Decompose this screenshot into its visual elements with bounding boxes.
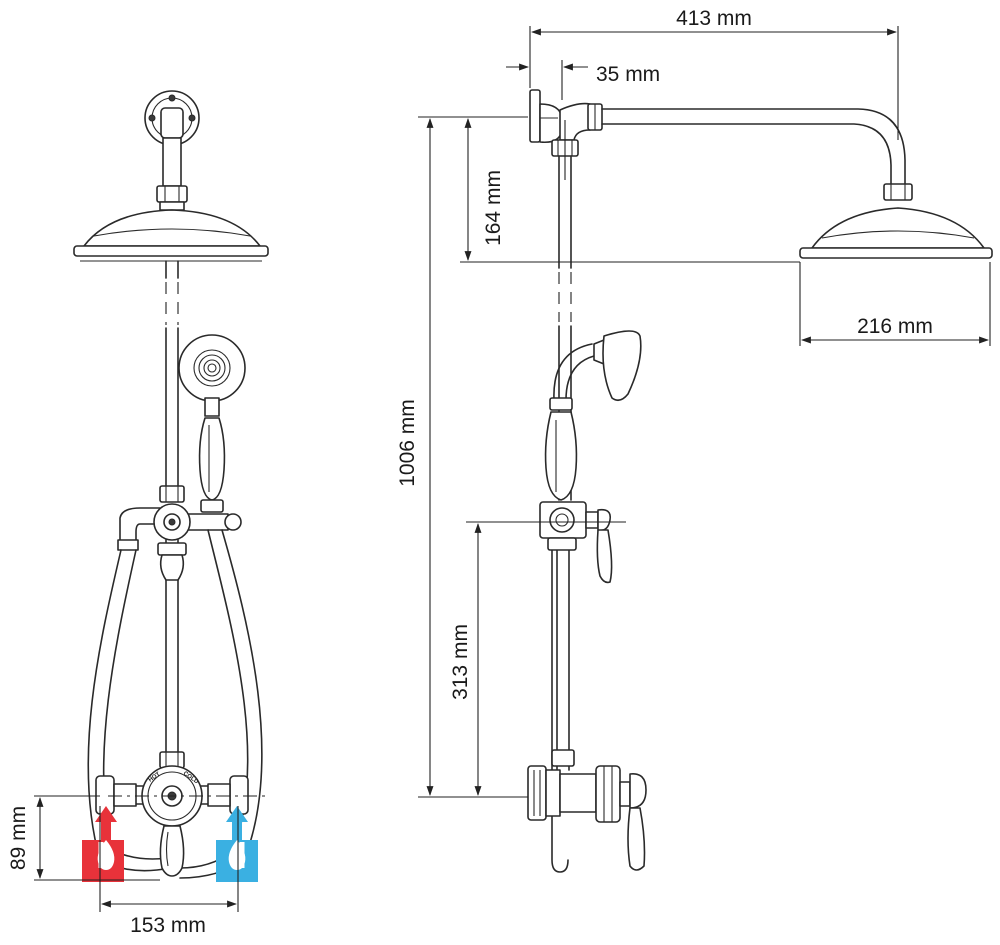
hot-inlet-icon	[82, 806, 124, 882]
side-valve	[527, 749, 647, 871]
cold-inlet-icon	[216, 806, 258, 882]
dim-313mm-label: 313 mm	[449, 624, 472, 700]
dim-35mm: 35 mm	[506, 60, 660, 100]
dim-153mm-label: 153 mm	[130, 914, 206, 937]
dim-1006mm: 1006 mm	[396, 116, 528, 798]
dim-313mm: 313 mm	[449, 521, 626, 796]
side-diverter	[539, 501, 613, 584]
dim-153mm: 153 mm	[101, 900, 237, 937]
dim-89mm: 89 mm	[7, 795, 160, 881]
side-shower-arm	[551, 102, 906, 187]
dim-216mm-label: 216 mm	[857, 315, 933, 338]
dim-216mm: 216 mm	[799, 262, 991, 346]
front-riser	[165, 260, 179, 756]
front-diverter	[117, 485, 191, 581]
dim-413mm: 413 mm	[529, 7, 899, 140]
side-view: 413 mm 35 mm 164 mm 1006 mm 216	[396, 7, 993, 873]
dim-413mm-label: 413 mm	[676, 7, 752, 30]
front-wall-bracket	[144, 90, 200, 211]
front-hand-shower	[177, 334, 246, 531]
dim-35mm-label: 35 mm	[596, 63, 660, 86]
dim-89mm-label: 89 mm	[7, 806, 30, 870]
dim-164mm: 164 mm	[460, 116, 800, 263]
side-rain-head	[799, 183, 993, 259]
side-riser	[551, 120, 572, 873]
front-rain-head	[73, 209, 269, 262]
front-view: HOT COLD 89 mm 153	[7, 90, 270, 937]
side-hand-shower	[544, 330, 642, 501]
dim-164mm-label: 164 mm	[482, 170, 505, 246]
side-wall-plate	[529, 89, 563, 144]
dim-1006mm-label: 1006 mm	[396, 399, 419, 487]
